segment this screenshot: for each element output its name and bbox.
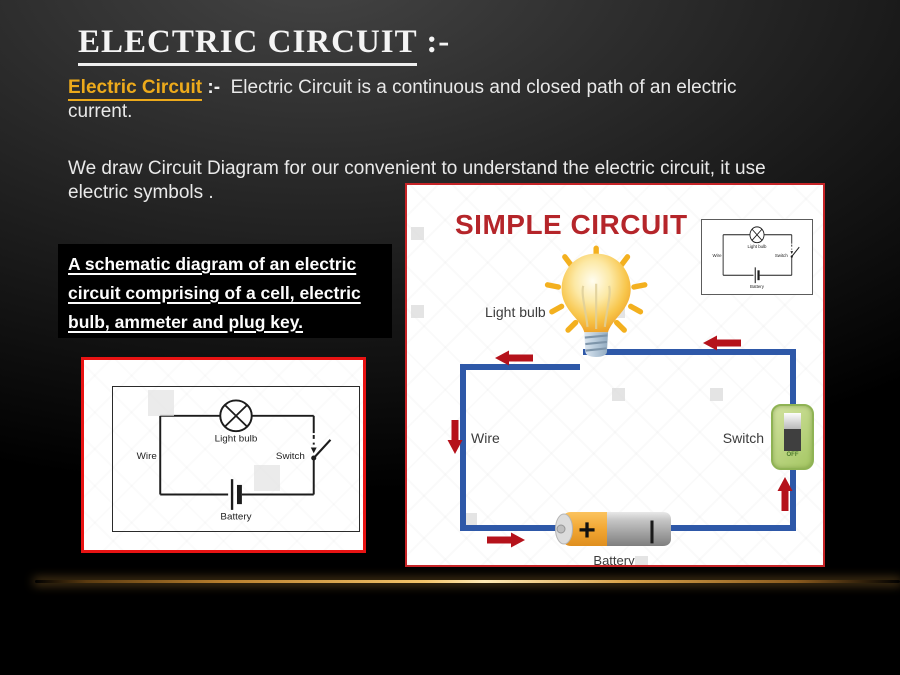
caption-line: circuit comprising of a cell, electric	[68, 283, 361, 303]
intro-body-text: Electric Circuit is a continuous and clo…	[68, 77, 737, 122]
battery-orange-body	[563, 512, 607, 546]
description-paragraph: We draw Circuit Diagram for our convenie…	[68, 158, 766, 203]
schematic-figure: Light bulb Wire Switch Battery	[81, 357, 366, 553]
bulb-cross-icon	[224, 404, 248, 428]
caption-box: A schematic diagram of an electric circu…	[58, 244, 392, 338]
current-arrow-right-icon	[487, 532, 525, 548]
watermark-square	[612, 388, 625, 401]
switch-pivot-icon	[311, 455, 317, 461]
label-battery: Battery	[750, 284, 765, 289]
switch-knob-bottom	[784, 429, 801, 451]
title-underlined-text: ELECTRIC CIRCUIT	[78, 24, 418, 66]
switch-off-label: OFF	[786, 452, 799, 458]
intro-paragraph: Electric Circuit :- Electric Circuit is …	[68, 76, 803, 123]
caption-line: bulb, ammeter and plug key.	[68, 312, 304, 332]
battery-symbol-icon	[230, 479, 242, 510]
label-wire: Wire	[471, 430, 500, 446]
bulb-filament	[581, 283, 611, 330]
page-title: ELECTRIC CIRCUIT :-	[78, 24, 451, 66]
caption-line: A schematic diagram of an electric	[68, 254, 357, 274]
switch-arrowhead-icon	[790, 251, 794, 255]
wire-top-left	[460, 364, 580, 370]
battery-plus-sign: +	[578, 514, 596, 547]
label-battery: Battery	[593, 553, 635, 567]
label-light-bulb: Light bulb	[747, 244, 766, 249]
watermark-square	[635, 556, 648, 565]
title-suffix: :-	[417, 24, 451, 60]
inset-circuit-diagram: Light bulb Wire Switch Battery	[713, 226, 800, 289]
switch-toggle: OFF	[771, 404, 814, 470]
switch-slot	[784, 413, 801, 451]
battery-gray-body	[607, 512, 671, 546]
label-light-bulb: Light bulb	[215, 434, 258, 445]
bulb-cross-icon	[751, 228, 763, 241]
battery-minus-bar: |	[649, 517, 656, 544]
lead-term: Electric Circuit	[68, 77, 203, 101]
light-bulb-icon	[540, 245, 648, 357]
switch-arrowhead-icon	[310, 447, 317, 454]
current-arrow-down-icon	[447, 420, 463, 454]
wire-top-right	[583, 349, 796, 355]
battery-symbol-icon	[754, 267, 760, 284]
lead-separator: :-	[202, 77, 231, 98]
label-switch: Switch	[775, 253, 788, 258]
current-arrow-left-icon	[495, 350, 533, 366]
bulb-screw-threads	[584, 334, 608, 352]
current-arrow-left-icon	[703, 335, 741, 351]
circuit-loop-wires	[159, 414, 332, 496]
watermark-square	[411, 227, 424, 240]
inset-schematic: Light bulb Wire Switch Battery	[701, 219, 813, 295]
label-wire: Wire	[713, 253, 722, 258]
label-wire: Wire	[137, 451, 157, 462]
current-arrow-up-icon	[777, 477, 793, 511]
label-battery: Battery	[220, 512, 251, 523]
watermark-square	[411, 305, 424, 318]
label-switch: Switch	[276, 451, 305, 462]
switch-pivot-icon	[790, 255, 793, 258]
gold-divider-line	[35, 580, 900, 583]
switch-knob-top	[784, 413, 801, 429]
battery-terminal-nub	[556, 524, 566, 534]
watermark-square	[710, 388, 723, 401]
watermark-square	[464, 513, 477, 526]
label-light-bulb: Light bulb	[485, 304, 546, 320]
circuit-loop-wires	[722, 234, 800, 276]
watermark-square	[254, 465, 280, 491]
schematic-inner-frame: Light bulb Wire Switch Battery	[112, 386, 360, 532]
simple-circuit-figure: SIMPLE CIRCUIT	[405, 183, 825, 567]
label-switch: Switch	[722, 430, 764, 446]
simple-circuit-title: SIMPLE CIRCUIT	[455, 209, 688, 240]
circuit-schematic-diagram: Light bulb Wire Switch Battery	[137, 399, 332, 523]
watermark-square	[148, 390, 174, 416]
battery-icon: + |	[549, 507, 679, 551]
wire-left	[460, 364, 466, 531]
